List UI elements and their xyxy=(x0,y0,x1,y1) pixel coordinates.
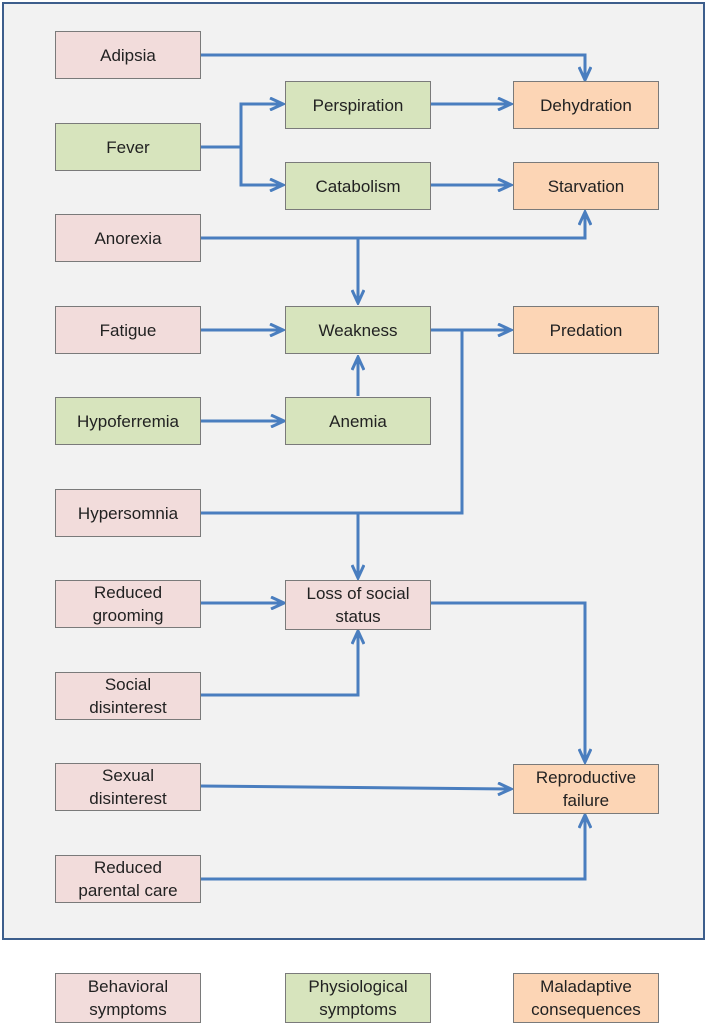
node-adipsia: Adipsia xyxy=(55,31,201,79)
node-predation: Predation xyxy=(513,306,659,354)
node-catabolism: Catabolism xyxy=(285,162,431,210)
legend-maladaptive: Maladaptive consequences xyxy=(513,973,659,1023)
node-social-disinterest: Social disinterest xyxy=(55,672,201,720)
node-reproductive-failure: Reproductive failure xyxy=(513,764,659,814)
node-loss-of-social-status: Loss of social status xyxy=(285,580,431,630)
node-hypoferremia: Hypoferremia xyxy=(55,397,201,445)
node-hypersomnia: Hypersomnia xyxy=(55,489,201,537)
node-fatigue: Fatigue xyxy=(55,306,201,354)
arrow-parental-reproductive xyxy=(200,815,585,881)
node-reduced-grooming: Reduced grooming xyxy=(55,580,201,628)
node-reduced-parental-care: Reduced parental care xyxy=(55,855,201,903)
arrow-sexual-reproductive xyxy=(199,786,511,789)
node-sexual-disinterest: Sexual disinterest xyxy=(55,763,201,811)
node-dehydration: Dehydration xyxy=(513,81,659,129)
legend-physiological: Physiological symptoms xyxy=(285,973,431,1023)
legend-behavioral: Behavioral symptoms xyxy=(55,973,201,1023)
node-starvation: Starvation xyxy=(513,162,659,210)
node-anorexia: Anorexia xyxy=(55,214,201,262)
arrow-loss-of-status-reproductive xyxy=(430,601,585,762)
arrow-adipsia-dehydration xyxy=(200,53,585,80)
node-weakness: Weakness xyxy=(285,306,431,354)
node-perspiration: Perspiration xyxy=(285,81,431,129)
node-fever: Fever xyxy=(55,123,201,171)
arrow-hypersomnia-predation xyxy=(200,330,464,515)
arrow-social-loss-of-status xyxy=(200,631,358,697)
node-anemia: Anemia xyxy=(285,397,431,445)
arrow-anorexia-starvation xyxy=(200,212,585,240)
arrow-fever-catabolism xyxy=(239,147,283,185)
arrow-fever-perspiration xyxy=(200,104,283,149)
